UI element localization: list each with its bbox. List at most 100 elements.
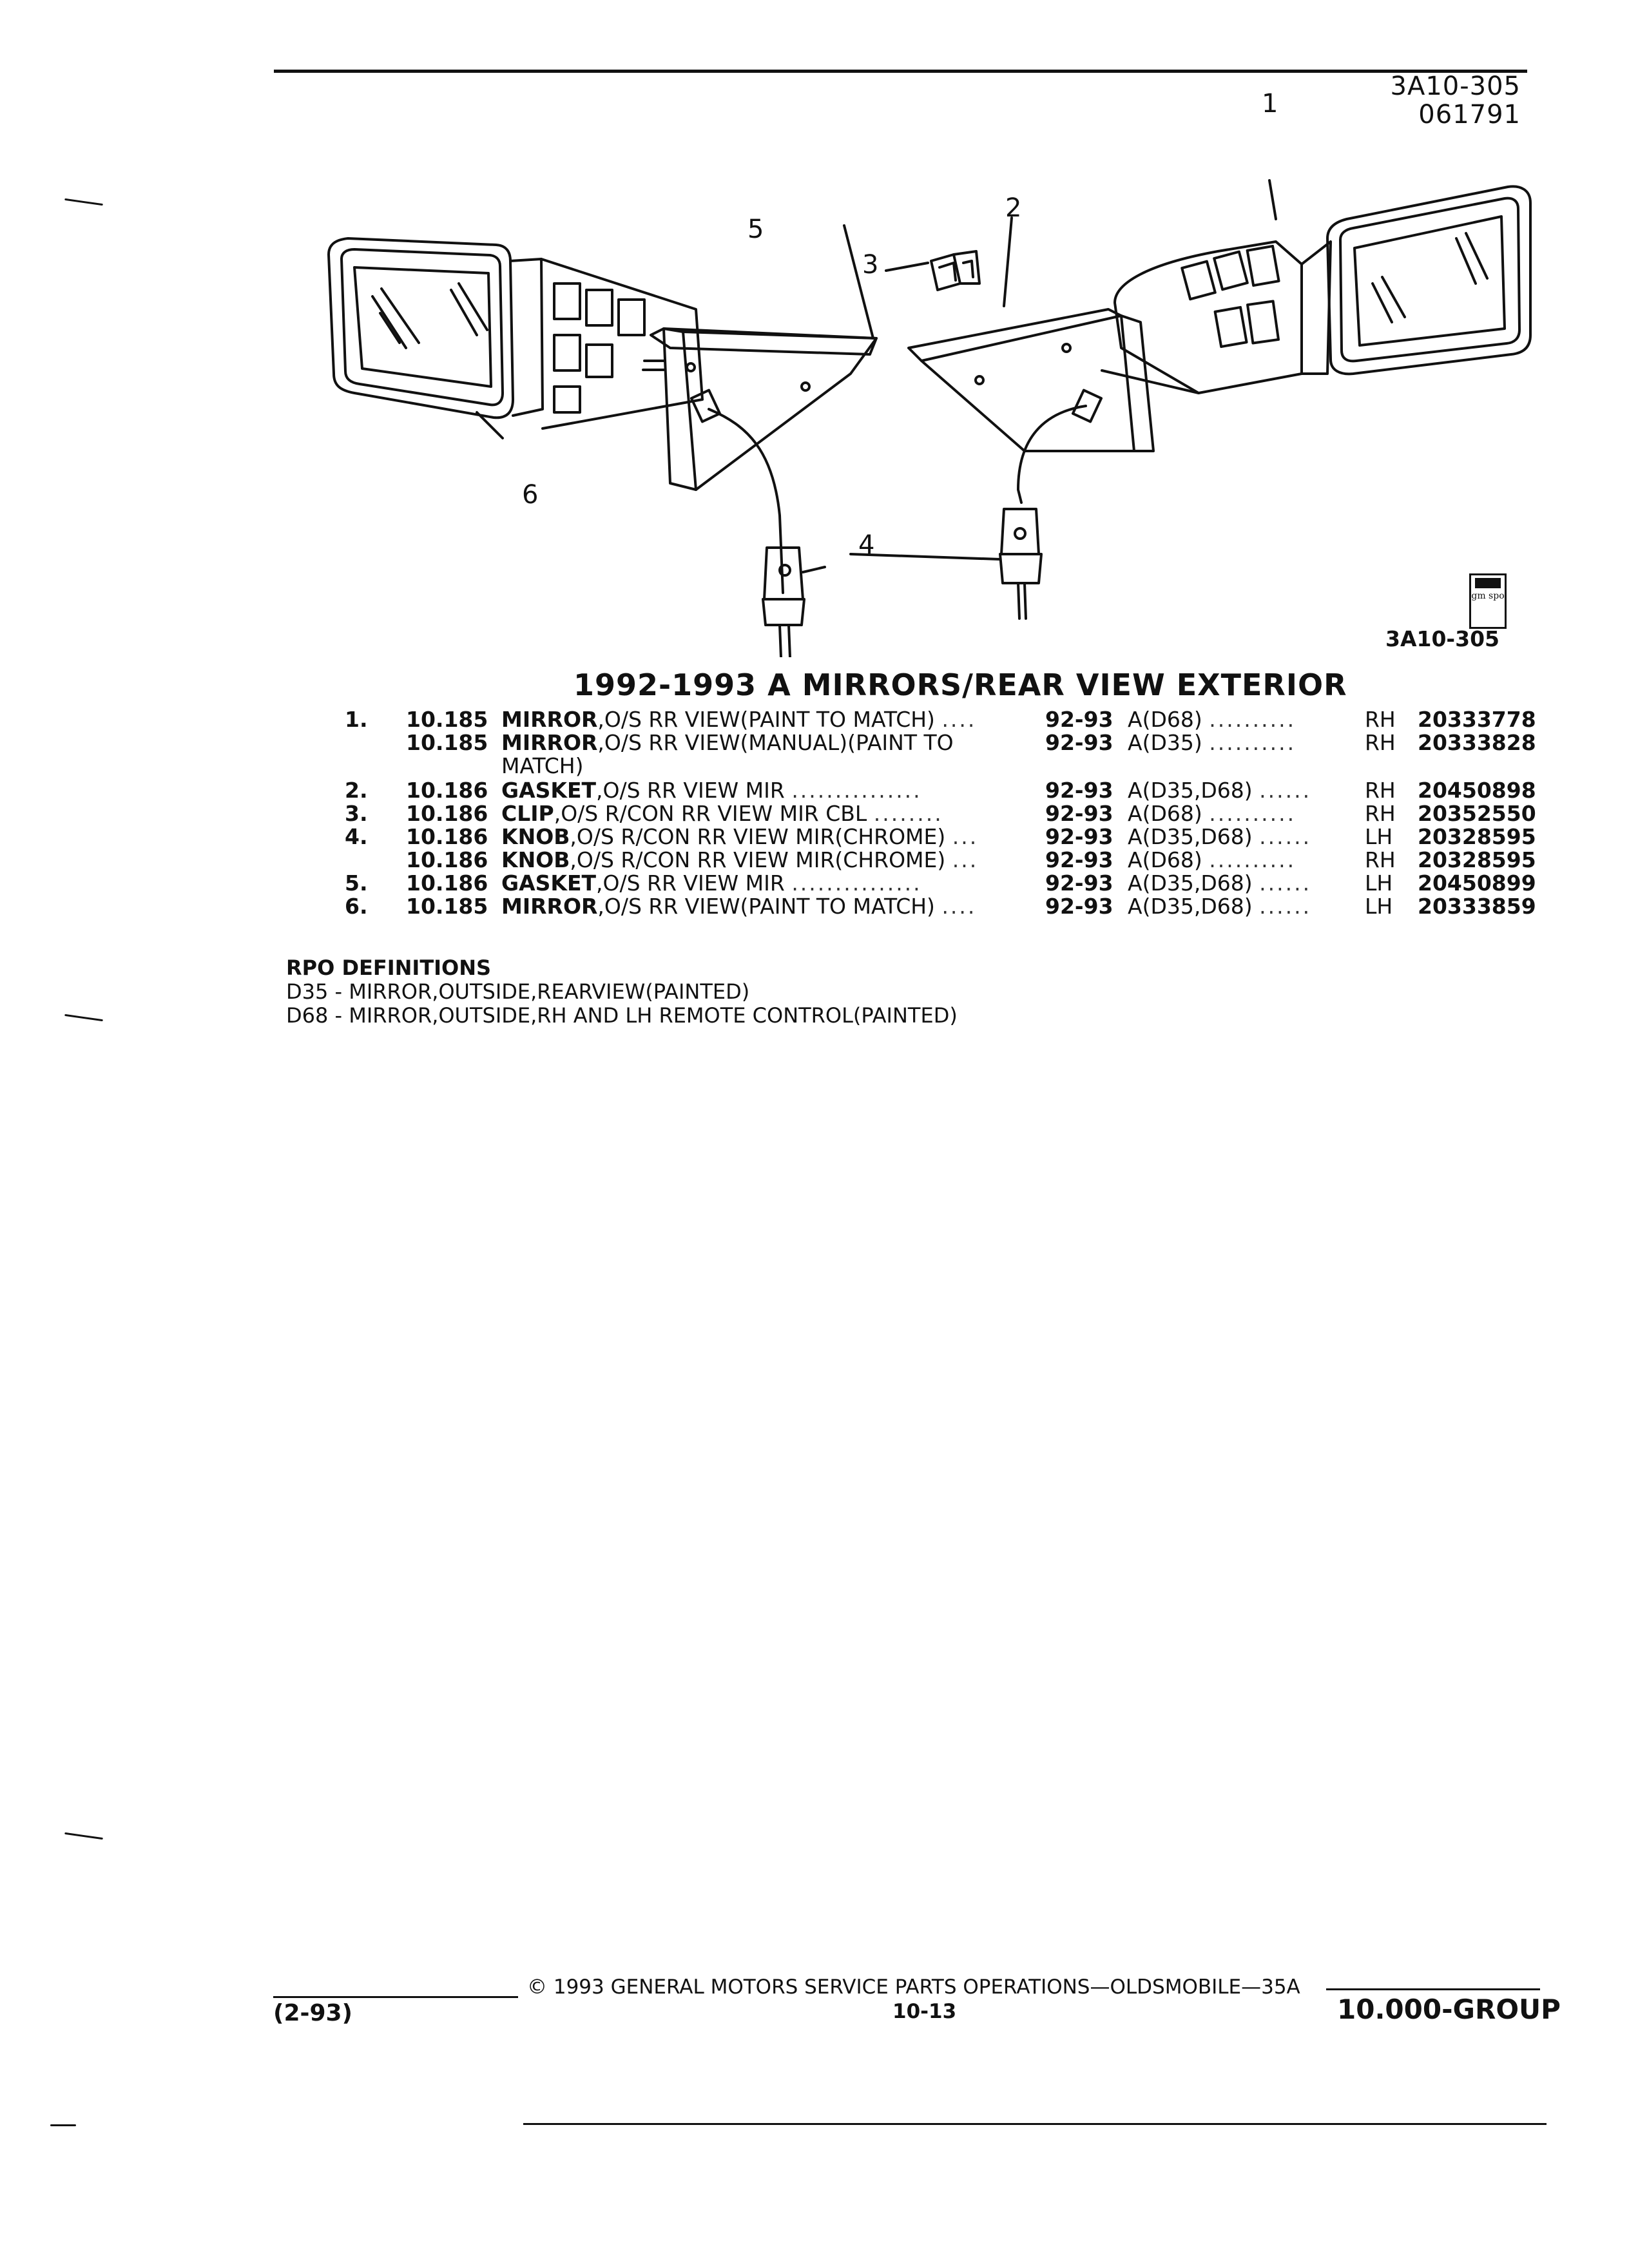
part-number: 20328595 bbox=[1418, 847, 1536, 872]
part-number: 20328595 bbox=[1418, 824, 1536, 849]
group-number: 10.186 bbox=[406, 870, 488, 896]
side: LH bbox=[1365, 894, 1393, 919]
margin-mark bbox=[64, 198, 103, 206]
rpo-definitions: RPO DEFINITIONS D35 - MIRROR,OUTSIDE,REA… bbox=[286, 956, 958, 1028]
group-number: 10.186 bbox=[406, 778, 488, 803]
top-rule bbox=[274, 70, 1527, 73]
part-number: 20352550 bbox=[1418, 801, 1536, 826]
group-number: 10.185 bbox=[406, 707, 488, 732]
model-years: 92-93 bbox=[1045, 707, 1113, 732]
part-description: CLIP,O/S R/CON RR VIEW MIR CBL ........ bbox=[501, 802, 943, 826]
item-number: 6. bbox=[345, 894, 368, 919]
model-years: 92-93 bbox=[1045, 778, 1113, 803]
callout-6: 6 bbox=[522, 480, 539, 510]
part-detail: ,O/S RR VIEW(PAINT TO MATCH) bbox=[597, 894, 935, 919]
part-detail: ,O/S R/CON RR VIEW MIR CBL bbox=[554, 801, 867, 826]
part-name: KNOB bbox=[501, 847, 570, 872]
part-number: 20333859 bbox=[1418, 894, 1536, 919]
left-gasket-drawing bbox=[650, 224, 878, 491]
item-number: 4. bbox=[345, 824, 368, 849]
usage-codes: A(D68) .......... bbox=[1128, 801, 1296, 826]
callout-2: 2 bbox=[1005, 193, 1022, 223]
footer-rule-left bbox=[273, 1996, 518, 1998]
usage-codes: A(D35,D68) ...... bbox=[1128, 894, 1312, 919]
rpo-heading: RPO DEFINITIONS bbox=[286, 956, 492, 980]
part-number: 20333778 bbox=[1418, 707, 1536, 732]
part-detail: ,O/S RR VIEW MIR bbox=[596, 870, 785, 896]
leader-dots: ... bbox=[952, 824, 979, 849]
leader-dots: .... bbox=[941, 894, 977, 919]
rpo-definition: D35 - MIRROR,OUTSIDE,REARVIEW(PAINTED) bbox=[286, 979, 750, 1004]
right-gasket-drawing bbox=[907, 216, 1155, 452]
side: RH bbox=[1365, 707, 1396, 732]
callout-1: 1 bbox=[1262, 89, 1278, 119]
item-number: 5. bbox=[345, 870, 368, 896]
part-description: KNOB,O/S R/CON RR VIEW MIR(CHROME) ... bbox=[501, 825, 978, 849]
mirror-exploded-diagram bbox=[327, 179, 1532, 657]
part-name: MIRROR bbox=[501, 894, 598, 919]
page-number: 10-13 bbox=[892, 2000, 957, 2023]
part-detail: ,O/S R/CON RR VIEW MIR(CHROME) bbox=[570, 824, 946, 849]
margin-mark bbox=[50, 2124, 76, 2126]
group-label: 10.000-GROUP bbox=[1337, 1994, 1561, 2025]
side: LH bbox=[1365, 870, 1393, 896]
footer-rule-right bbox=[1326, 1988, 1540, 1990]
model-years: 92-93 bbox=[1045, 824, 1113, 849]
gm-spo-logo: gm spo bbox=[1469, 573, 1507, 629]
group-number: 10.186 bbox=[406, 801, 488, 826]
usage-codes: A(D35,D68) ...... bbox=[1128, 778, 1312, 803]
callout-4: 4 bbox=[858, 530, 875, 560]
parts-table: 1. 10.185 MIRROR,O/S RR VIEW(PAINT TO MA… bbox=[0, 707, 1629, 933]
illustration-code: 3A10-305 bbox=[1390, 72, 1521, 101]
part-name: GASKET bbox=[501, 778, 597, 803]
item-number: 3. bbox=[345, 801, 368, 826]
leader-dots: ... bbox=[952, 847, 979, 872]
right-mirror-drawing bbox=[1101, 179, 1532, 394]
leader-dots: ............... bbox=[791, 870, 922, 896]
usage-codes: A(D68) .......... bbox=[1128, 847, 1296, 872]
part-name: CLIP bbox=[501, 801, 554, 826]
part-name: KNOB bbox=[501, 824, 570, 849]
side: RH bbox=[1365, 730, 1396, 755]
part-detail: ,O/S RR VIEW(MANUAL)(PAINT TO bbox=[597, 730, 954, 755]
group-number: 10.185 bbox=[406, 894, 488, 919]
part-detail: ,O/S R/CON RR VIEW MIR(CHROME) bbox=[570, 847, 946, 872]
margin-mark bbox=[64, 1014, 103, 1022]
usage-codes: A(D35,D68) ...... bbox=[1128, 824, 1312, 849]
part-number: 20333828 bbox=[1418, 730, 1536, 755]
part-name: MIRROR bbox=[501, 730, 598, 755]
usage-codes: A(D35) .......... bbox=[1128, 730, 1296, 755]
model-years: 92-93 bbox=[1045, 894, 1113, 919]
part-number: 20450899 bbox=[1418, 870, 1536, 896]
part-number: 20450898 bbox=[1418, 778, 1536, 803]
item-number: 2. bbox=[345, 778, 368, 803]
right-cable-drawing bbox=[849, 389, 1103, 620]
leader-dots: .... bbox=[941, 707, 977, 732]
model-years: 92-93 bbox=[1045, 870, 1113, 896]
part-description: MIRROR,O/S RR VIEW(PAINT TO MATCH) .... bbox=[501, 894, 976, 919]
side: RH bbox=[1365, 801, 1396, 826]
revision-date: (2-93) bbox=[273, 2000, 352, 2026]
part-description: MIRROR,O/S RR VIEW(PAINT TO MATCH) .... bbox=[501, 707, 976, 732]
section-title: 1992-1993 A MIRRORS/REAR VIEW EXTERIOR bbox=[574, 668, 1347, 702]
bottom-illustration-code: 3A10-305 bbox=[1385, 626, 1500, 651]
model-years: 92-93 bbox=[1045, 847, 1113, 872]
logo-text: gm spo bbox=[1471, 591, 1505, 601]
side: LH bbox=[1365, 824, 1393, 849]
part-name: MIRROR bbox=[501, 707, 598, 732]
part-name: GASKET bbox=[501, 870, 597, 896]
side: RH bbox=[1365, 847, 1396, 872]
part-description-continued: MATCH) bbox=[501, 753, 584, 778]
leader-dots: ........ bbox=[873, 801, 943, 826]
part-description: KNOB,O/S R/CON RR VIEW MIR(CHROME) ... bbox=[501, 848, 978, 872]
item-number: 1. bbox=[345, 707, 368, 732]
leader-dots: ............... bbox=[791, 778, 922, 803]
model-years: 92-93 bbox=[1045, 730, 1113, 755]
side: RH bbox=[1365, 778, 1396, 803]
left-cable-drawing bbox=[689, 389, 826, 657]
usage-codes: A(D35,D68) ...... bbox=[1128, 870, 1312, 896]
clip-drawing bbox=[885, 250, 981, 291]
part-description: GASKET,O/S RR VIEW MIR ............... bbox=[501, 778, 922, 803]
date-code: 061791 bbox=[1418, 100, 1521, 130]
part-detail: ,O/S RR VIEW MIR bbox=[596, 778, 785, 803]
